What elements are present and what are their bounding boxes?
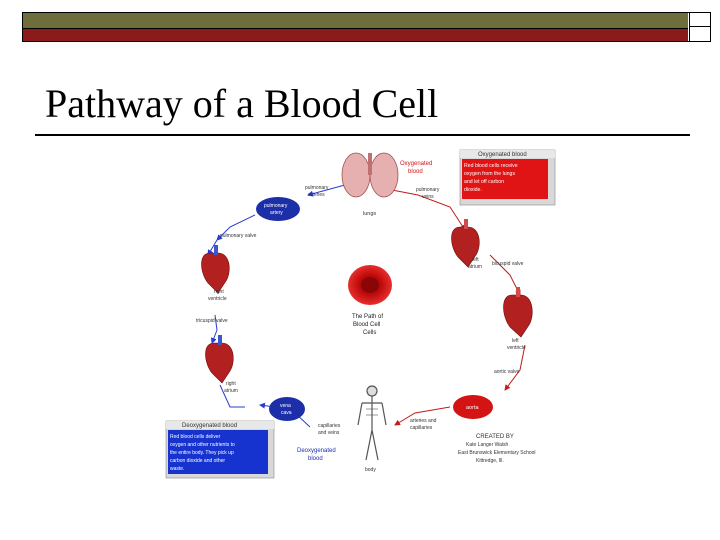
deoxygenated-blood-label-1: Deoxygenated — [297, 448, 336, 454]
slide-title: Pathway of a Blood Cell — [45, 81, 439, 126]
pulmonary-artery-node: pulmonary artery — [256, 197, 300, 221]
oxygenated-box-line-2: oxygen from the lungs — [464, 171, 515, 177]
skeleton-body-illustration — [357, 385, 387, 461]
deoxygenated-box-line-1: Red blood cells deliver — [170, 434, 221, 440]
right-atrium-label-2: atrium — [224, 388, 238, 394]
credit-line-3: East Brunswick Elementary School — [458, 450, 536, 456]
left-ventricle-label-2: ventricle — [507, 345, 526, 351]
lungs-illustration — [341, 152, 399, 198]
right-atrium-label-1: right — [226, 381, 236, 387]
body-label: body — [365, 467, 376, 473]
vena-cava-node-label-1: vena — [280, 403, 291, 409]
slide-top-banner — [22, 12, 711, 42]
oxygenated-box-line-4: dioxide. — [464, 187, 482, 193]
aorta-node: aorta — [453, 395, 493, 419]
heart-right-ventricle-icon — [201, 245, 230, 294]
left-atrium-label-1: left — [472, 257, 479, 263]
aortic-valve-label: aortic valve — [494, 369, 520, 375]
left-ventricle-label-1: left — [512, 338, 519, 344]
banner-corner-square — [689, 13, 710, 27]
arteries-label-2: capillaries — [410, 425, 433, 431]
credit-line-2: Kate Langer Walsh — [466, 442, 509, 448]
pulmonary-veins-label-2: veins — [422, 194, 434, 200]
title-underline — [35, 134, 690, 136]
oxygenated-box-line-1: Red blood cells receive — [464, 163, 518, 169]
center-label-3: Cells — [363, 330, 376, 336]
credit-line-4: Kittredge, Ill. — [476, 458, 504, 464]
pulmonary-arteries-label-1: pulmonary — [305, 185, 329, 191]
lungs-label: lungs — [363, 211, 376, 217]
oxygenated-blood-top-label-2: blood — [408, 169, 423, 175]
center-label-2: Blood Cell — [353, 322, 380, 328]
pulmonary-artery-node-label-2: artery — [270, 210, 283, 216]
oxygenated-info-box: Oxygenated blood Red blood cells receive… — [459, 149, 556, 206]
deoxygenated-box-line-2: oxygen and other nutrients to — [170, 442, 235, 448]
capillaries-label-1: capillaries — [318, 423, 341, 429]
red-blood-cell-illustration — [348, 265, 392, 305]
deoxygenated-box-line-5: waste. — [170, 466, 184, 472]
bicuspid-valve-label: bicuspid valve — [492, 261, 524, 267]
banner-maroon-band — [23, 29, 688, 41]
left-atrium-label-2: atrium — [468, 264, 482, 270]
heart-left-ventricle-icon — [503, 287, 533, 338]
pulmonary-arteries-label-2: arteries — [308, 192, 325, 198]
pulmonary-artery-node-label-1: pulmonary — [264, 203, 288, 209]
aorta-node-label: aorta — [466, 405, 479, 411]
deoxygenated-blood-label-2: blood — [308, 456, 323, 462]
blood-pathway-diagram: lungs Oxygenated blood pulmonary arterie… — [165, 149, 556, 479]
right-ventricle-label-2: ventricle — [208, 296, 227, 302]
vena-cava-node: vena cava — [269, 397, 305, 421]
oxygenated-box-title: Oxygenated blood — [478, 152, 527, 158]
deoxygenated-box-line-3: the entire body. They pick up — [170, 450, 234, 456]
pulmonary-veins-label-1: pulmonary — [416, 187, 440, 193]
banner-corner-square — [689, 27, 710, 41]
oxygenated-blood-top-label-1: Oxygenated — [400, 161, 432, 167]
oxygenated-box-line-3: and let off carbon — [464, 179, 504, 185]
deoxygenated-box-title: Deoxygenated blood — [182, 423, 237, 429]
tricuspid-valve-label: tricuspid valve — [196, 318, 228, 324]
credit-line-1: CREATED BY — [476, 434, 514, 440]
heart-left-atrium-icon — [451, 219, 480, 268]
pulmonary-valve-label: pulmonary valve — [220, 233, 257, 239]
banner-olive-band — [23, 13, 688, 29]
capillaries-label-2: and veins — [318, 430, 340, 436]
deoxygenated-info-box: Deoxygenated blood Red blood cells deliv… — [165, 420, 275, 479]
vena-cava-node-label-2: cava — [281, 410, 292, 416]
heart-right-atrium-icon — [205, 335, 234, 384]
center-label-1: The Path of — [352, 314, 383, 320]
deoxygenated-box-line-4: carbon dioxide and other — [170, 458, 225, 464]
right-ventricle-label-1: right — [214, 289, 224, 295]
arteries-label-1: arteries and — [410, 418, 437, 424]
